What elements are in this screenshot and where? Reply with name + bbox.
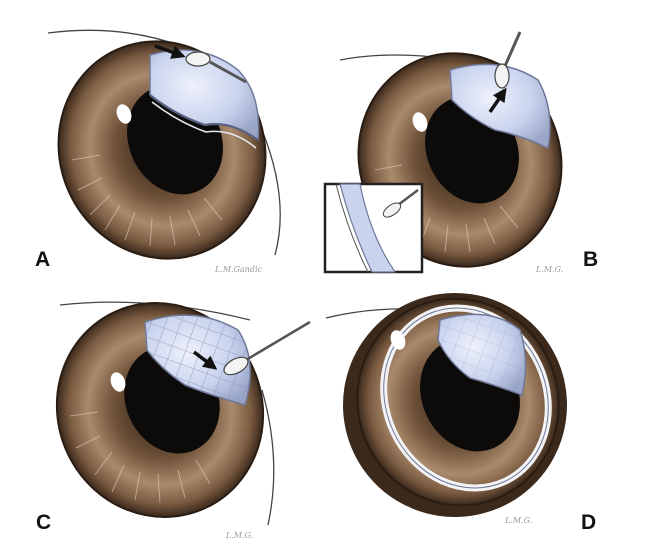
capsule-grid: [145, 315, 251, 405]
cannula-tip: [223, 356, 249, 376]
light-reflex-icon: [116, 104, 132, 124]
panel-label-a: A: [35, 248, 50, 271]
cannula-tip: [494, 63, 510, 89]
inset-capsule-edge: [339, 183, 397, 273]
artist-signature-c: L.M.G.: [225, 531, 253, 540]
light-reflex-icon: [110, 372, 126, 392]
cannula-tip: [382, 202, 402, 218]
capsular-ring-edge: [383, 307, 549, 489]
scleral-outline: [261, 389, 275, 526]
cannula-icon: [209, 60, 247, 84]
panel-d: D L.M.G.: [325, 293, 596, 534]
capsule-fold: [149, 94, 259, 141]
light-reflex-icon: [412, 112, 428, 132]
panel-label-d: D: [581, 511, 596, 534]
panel-c: C L.M.G.: [36, 301, 311, 540]
panel-a: A L.M.Gandic: [35, 29, 281, 274]
arrow-icon: [154, 44, 186, 59]
artist-signature-b: L.M.G.: [535, 265, 563, 274]
scleral-outline: [261, 129, 281, 256]
capsule-flap: [449, 63, 551, 150]
cannula-icon: [503, 31, 522, 67]
panel-label-b: B: [583, 248, 598, 271]
cannula-tip: [185, 51, 211, 67]
arrow-icon: [192, 350, 218, 370]
capsule-grid: [438, 314, 526, 395]
capsule-fold-2: [151, 101, 257, 149]
iris-striations: [71, 154, 223, 247]
artist-signature-a: L.M.Gandic: [214, 265, 263, 274]
cannula-icon: [245, 320, 311, 362]
light-reflex-icon: [390, 330, 406, 350]
inset-magnification: [323, 182, 424, 274]
artist-signature-d: L.M.G.: [504, 516, 532, 525]
inset-capsule-line: [335, 183, 369, 273]
arrow-icon: [488, 87, 507, 113]
iris-striations: [69, 411, 211, 504]
cannula-icon: [397, 189, 419, 206]
panel-label-c: C: [36, 511, 51, 534]
